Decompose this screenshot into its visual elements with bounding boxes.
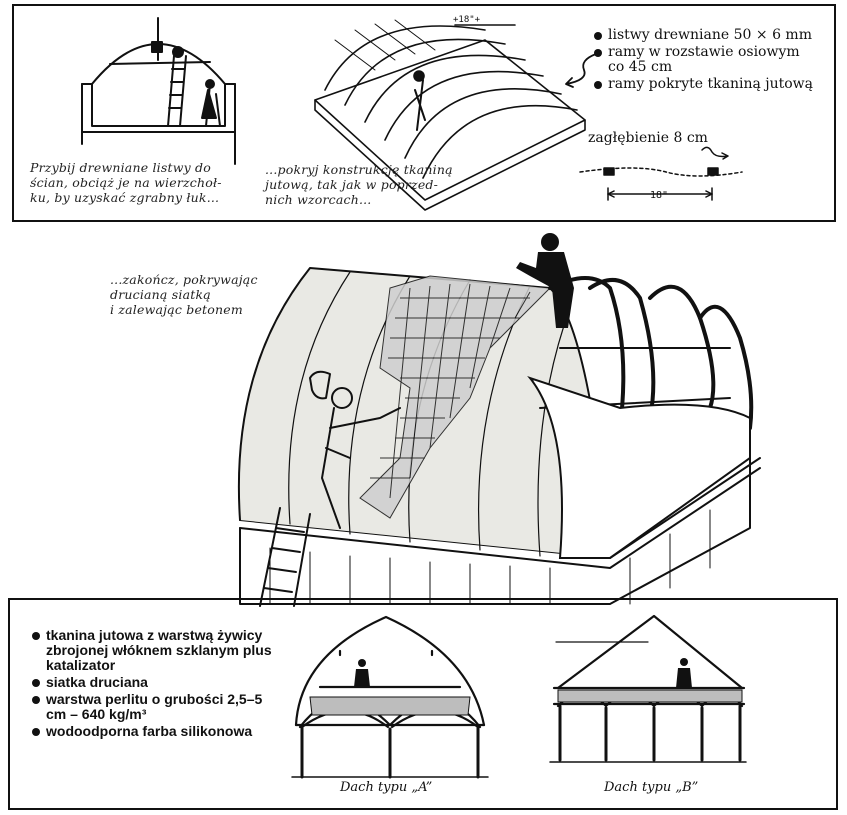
layer-item: wodoodporna farba silikonowa [32,724,302,739]
layer-item: tkanina jutowa z warstwą żywicy zbrojone… [32,628,296,673]
layer-list: tkanina jutowa z warstwą żywicy zbrojone… [32,628,302,741]
roof-type-a-diagram [291,615,489,779]
caption-middle-line-2: jutową, tak jak w poprzed- [265,177,439,192]
frame-spacing-dim: 18" [650,190,668,201]
caption-left: Przybij drewniane listwy do ścian, obcią… [30,160,240,205]
arch-bending-sketch [81,17,236,165]
spec-item: listwy drewniane 50 × 6 mm [594,28,834,43]
caption-finish-line-2: drucianą siatką [110,287,211,302]
pointer-arrow-icon [565,53,597,88]
caption-middle-line-1: ...pokryj konstrukcję tkaniną [265,162,453,177]
sketch-dim-top: +18"+ [453,15,481,25]
jute-covered-frame-sketch: +18"+ [314,15,586,211]
caption-left-line-2: ścian, obciąż je na wierzchoł- [30,175,222,190]
depth-label: zagłębienie 8 cm [588,130,708,146]
depth-squiggle-icon [701,146,729,160]
caption-finish-line-1: ...zakończ, pokrywając [110,272,258,287]
caption-left-line-3: ku, by uzyskać zgrabny łuk... [30,190,220,205]
top-instruction-panel [12,4,836,222]
caption-left-line-1: Przybij drewniane listwy do [30,160,211,175]
caption-middle: ...pokryj konstrukcję tkaniną jutową, ta… [265,162,465,207]
vault-concreting-illustration [237,233,761,607]
roof-type-b-diagram [549,614,747,763]
caption-finish-line-3: i zalewając betonem [110,302,243,317]
spec-list: listwy drewniane 50 × 6 mm ramy w rozsta… [594,28,834,94]
layer-item: siatka druciana [32,675,302,690]
layer-item: warstwa perlitu o grubości 2,5–5 cm – 64… [32,692,266,722]
spec-item: ramy w rozstawie osiowym co 45 cm [594,45,818,75]
caption-finish: ...zakończ, pokrywając drucianą siatką i… [110,272,280,317]
caption-middle-line-3: nich wzorcach... [265,192,372,207]
roof-type-b-label: Dach typu „B” [604,780,699,795]
roof-type-a-label: Dach typu „A” [340,780,433,795]
bottom-roof-types-panel [8,598,838,810]
frame-spacing-detail: 18" [579,167,743,201]
spec-item: ramy pokryte tkaniną jutową [594,77,834,92]
